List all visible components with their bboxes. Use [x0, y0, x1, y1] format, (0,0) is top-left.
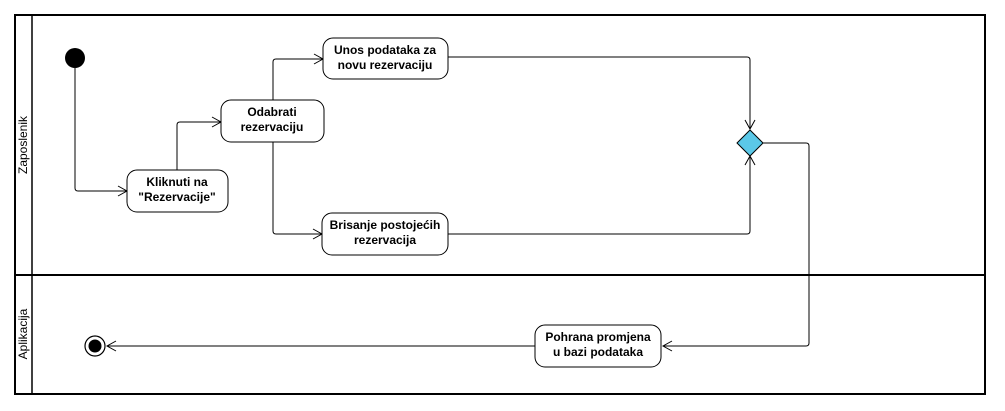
flow-unos-to-decision	[448, 56, 756, 131]
action-unos-podataka: Unos podataka za novu rezervaciju	[322, 37, 449, 80]
action-label-line2: rezervaciju	[241, 120, 304, 134]
action-label-line2: "Rezervacije"	[138, 190, 215, 204]
decision-node	[736, 129, 764, 157]
action-label-line1: Unos podataka za	[334, 43, 436, 57]
action-odabrati-rezervaciju: Odabrati rezervaciju	[220, 99, 325, 143]
flow-decision-to-pohrana	[661, 142, 810, 352]
action-pohrana-promjena: Pohrana promjena u bazi podataka	[534, 324, 662, 368]
lane-label-zaposlenik: Zaposlenik	[16, 115, 30, 174]
action-brisanje-rezervacija: Brisanje postojećih rezervacija	[321, 212, 449, 256]
flow-start-to-kliknuti	[74, 68, 129, 197]
lane-label-aplikacija: Aplikacija	[16, 308, 30, 359]
action-label-line2: novu rezervaciju	[338, 58, 433, 72]
flow-kliknuti-to-odabrati	[176, 116, 223, 170]
action-label-line1: Odabrati	[247, 105, 296, 119]
flow-brisanje-to-decision	[448, 154, 756, 235]
action-label-line2: rezervacija	[354, 233, 416, 247]
action-kliknuti-na-rezervacije: Kliknuti na "Rezervacije"	[126, 169, 229, 213]
swimlane-frame	[14, 14, 986, 395]
control-flows	[74, 53, 810, 352]
initial-node	[65, 48, 85, 68]
action-label-line1: Kliknuti na	[146, 175, 208, 189]
final-node	[84, 335, 106, 357]
action-label-line1: Pohrana promjena	[545, 330, 651, 344]
action-label-line2: u bazi podataka	[553, 345, 643, 359]
flow-odabrati-to-brisanje	[272, 142, 324, 240]
flow-odabrati-to-unos	[272, 53, 325, 102]
action-label-line1: Brisanje postojećih	[330, 218, 441, 232]
